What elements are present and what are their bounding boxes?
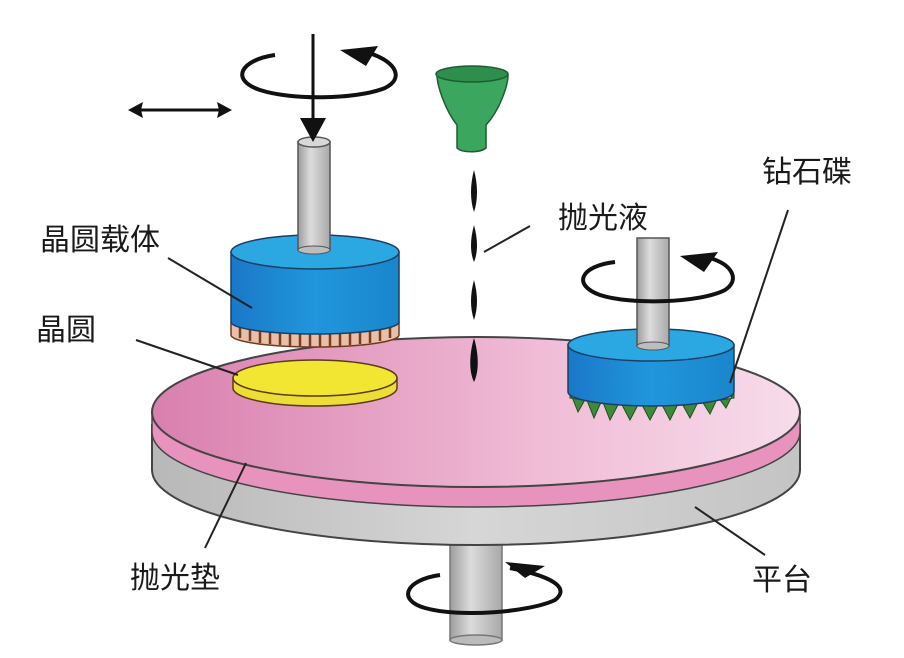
downward-force-arrow-icon bbox=[300, 34, 326, 142]
leader-platen bbox=[694, 506, 766, 556]
carrier-shaft bbox=[297, 136, 331, 255]
wafer bbox=[232, 359, 398, 407]
label-platen: 平台 bbox=[752, 563, 812, 598]
carrier-rotation-arrow-icon bbox=[240, 46, 398, 100]
slurry-nozzle bbox=[435, 65, 509, 153]
leader-polishing-pad bbox=[204, 462, 247, 549]
label-wafer: 晶圆 bbox=[36, 313, 96, 348]
horizontal-motion-double-arrow-icon bbox=[128, 102, 232, 118]
leader-wafer-carrier bbox=[167, 257, 253, 309]
platen-shaft bbox=[449, 539, 503, 646]
leader-slurry bbox=[483, 225, 531, 253]
diamond-disk-rotation-arrow-icon bbox=[581, 252, 735, 304]
label-wafer-carrier: 晶圆载体 bbox=[40, 223, 160, 258]
slurry-drops bbox=[470, 170, 478, 382]
label-diamond-disk: 钻石碟 bbox=[762, 155, 852, 190]
diamond-disk-shaft bbox=[636, 237, 670, 351]
leader-wafer bbox=[135, 339, 239, 376]
wafer-carrier bbox=[230, 234, 400, 348]
platen-rotation-arrow-icon bbox=[406, 562, 563, 616]
label-slurry: 抛光液 bbox=[558, 201, 648, 236]
label-polishing-pad: 抛光垫 bbox=[130, 561, 220, 596]
leader-diamond-disk bbox=[729, 209, 789, 384]
